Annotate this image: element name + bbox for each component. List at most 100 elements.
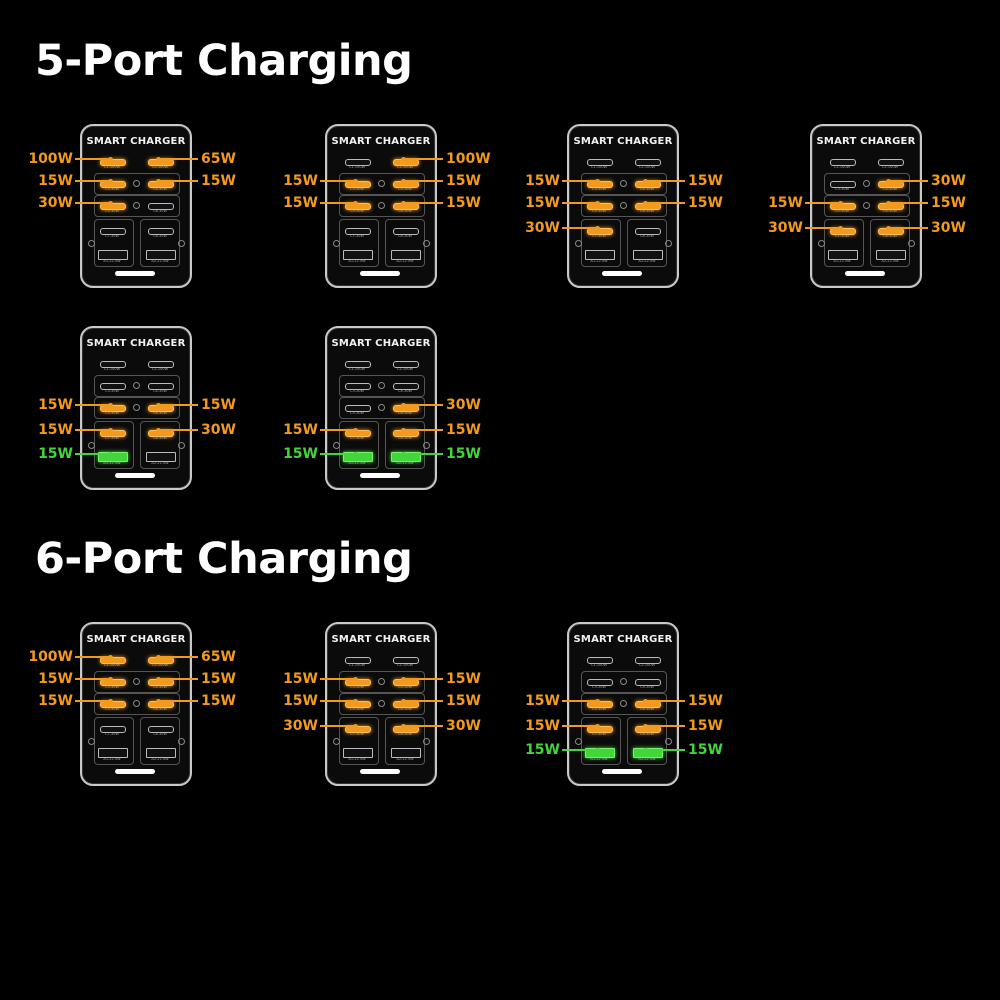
usb-c-port-c4 [148, 382, 174, 390]
connector-line [320, 700, 355, 702]
usb-c-port-c3 [587, 180, 613, 188]
port-spec-label: C4-30W [640, 684, 654, 689]
wattage-label-c5: 15W [283, 195, 318, 211]
port-spec-label: C4-30W [640, 186, 654, 191]
usb-c-port-c1 [345, 656, 371, 664]
port-spec-label: C2-100W [396, 164, 414, 169]
port-spec-label: C3-30W [592, 186, 606, 191]
connector-dot [400, 200, 406, 206]
usb-c-port-c3 [345, 180, 371, 188]
port-spec-label: C1-100W [348, 366, 366, 371]
port-spec-label: C7-30W [105, 731, 119, 736]
section-heading-six-port: 6-Port Charging [35, 534, 413, 584]
wattage-label-c6: 15W [688, 693, 723, 709]
charger-indicator-bar [845, 271, 885, 276]
usb-c-port-c5 [587, 700, 613, 708]
port-spec-label: A2-22.5W [151, 259, 169, 263]
port-spec-label: C2-100W [396, 662, 414, 667]
usb-c-port-c2 [878, 158, 904, 166]
port-spec-label: C5-30W [350, 208, 364, 213]
wattage-label-c6: 15W [201, 397, 236, 413]
connector-line [888, 180, 928, 182]
connector-dot [352, 178, 358, 184]
port-spec-label: C8-30W [398, 435, 412, 440]
connector-line [403, 180, 443, 182]
connector-line [320, 202, 355, 204]
wattage-label-c3: 15W [283, 671, 318, 687]
usb-c-port-c7 [345, 725, 371, 733]
wattage-label-c5: 15W [38, 693, 73, 709]
port-spec-label: C6-30W [883, 208, 897, 213]
connector-dot [155, 654, 161, 660]
port-group-lower [581, 693, 667, 715]
wattage-label-c8: 15W [446, 422, 481, 438]
connector-line [320, 453, 355, 455]
usb-c-port-c2 [393, 656, 419, 664]
port-spec-label: A1-22.5W [348, 461, 366, 465]
port-spec-label: C1-100W [590, 662, 608, 667]
connector-dot [107, 698, 113, 704]
connector-line [888, 227, 928, 229]
connector-dot [155, 676, 161, 682]
wattage-label-c5: 15W [38, 397, 73, 413]
wattage-label-c7: 15W [38, 422, 73, 438]
connector-dot [107, 654, 113, 660]
charger-indicator-bar [115, 769, 155, 774]
separator-dot [88, 738, 95, 745]
wattage-label-c7: 15W [525, 718, 560, 734]
charger-brand-label: SMART CHARGER [573, 136, 673, 147]
charger-brand-label: SMART CHARGER [573, 634, 673, 645]
usb-a-port-a1 [343, 748, 373, 758]
port-spec-label: A2-22.5W [638, 259, 656, 263]
port-spec-label: A1-22.5W [103, 259, 121, 263]
usb-c-port-c2 [393, 360, 419, 368]
port-spec-label: C5-30W [105, 410, 119, 415]
usb-c-port-c1 [100, 158, 126, 166]
separator-dot [378, 202, 385, 209]
usb-c-port-c3 [100, 382, 126, 390]
charger-indicator-bar [115, 473, 155, 478]
wattage-label-c3: 15W [525, 173, 560, 189]
connector-line [320, 180, 355, 182]
separator-dot [818, 240, 825, 247]
charger-brand-label: SMART CHARGER [331, 634, 431, 645]
usb-c-port-c2 [148, 360, 174, 368]
connector-line [403, 725, 443, 727]
charger-indicator-bar [360, 769, 400, 774]
connector-line [75, 180, 110, 182]
wattage-label-c1: 100W [28, 649, 73, 665]
port-spec-label: C8-30W [153, 435, 167, 440]
usb-c-port-c2 [635, 158, 661, 166]
separator-dot [378, 382, 385, 389]
connector-line [158, 158, 198, 160]
connector-dot [107, 451, 113, 457]
wattage-label-c4: 15W [446, 173, 481, 189]
port-spec-label: A1-22.5W [103, 757, 121, 761]
port-group-lower [94, 397, 180, 419]
connector-dot [107, 676, 113, 682]
connector-line [75, 158, 110, 160]
wattage-label-c8: 30W [201, 422, 236, 438]
port-spec-label: C3-30W [592, 684, 606, 689]
separator-dot [665, 240, 672, 247]
port-spec-label: C4-30W [153, 186, 167, 191]
wattage-label-c6: 15W [201, 693, 236, 709]
usb-a-port-a1 [585, 748, 615, 758]
port-group-lower [94, 195, 180, 217]
port-spec-label: C6-30W [640, 706, 654, 711]
usb-a-port-a1 [98, 748, 128, 758]
charger-indicator-bar [602, 769, 642, 774]
usb-a-port-a2 [633, 748, 663, 758]
separator-dot [620, 700, 627, 707]
separator-dot [133, 382, 140, 389]
connector-line [75, 678, 110, 680]
connector-line [403, 202, 443, 204]
connector-dot [400, 451, 406, 457]
port-spec-label: C1-100W [103, 366, 121, 371]
connector-line [888, 202, 928, 204]
